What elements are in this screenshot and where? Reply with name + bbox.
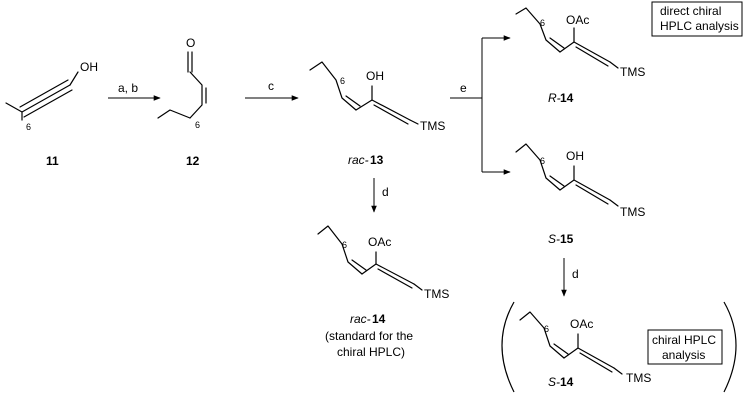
- direct-hplc-box: direct chiral HPLC analysis: [651, 1, 743, 37]
- oxygen-label: O: [186, 36, 195, 50]
- step-e-label: e: [460, 81, 467, 95]
- compound-rac-13: 6 OH TMS rac- 13: [309, 61, 445, 167]
- stereo-prefix: S-: [548, 232, 560, 246]
- compound-number: 14: [372, 312, 386, 326]
- chain-subscript: 6: [340, 76, 345, 86]
- chiral-hplc-line1: chiral HPLC: [652, 333, 716, 347]
- compound-number: 15: [560, 232, 574, 246]
- compound-number: 14: [560, 375, 574, 389]
- compound-R-14: 6 OAc TMS R- 14: [515, 7, 645, 105]
- hydroxyl-label: OH: [80, 60, 98, 74]
- direct-hplc-line2: HPLC analysis: [660, 19, 739, 33]
- direct-hplc-line1: direct chiral: [660, 4, 721, 18]
- compound-12: O 6 12: [157, 36, 207, 168]
- standard-note-line2: chiral HPLC): [337, 345, 405, 359]
- acetate-label: OAc: [570, 317, 593, 331]
- chain-subscript: 6: [540, 156, 545, 166]
- compound-number: 12: [186, 154, 200, 168]
- tms-label: TMS: [424, 287, 449, 301]
- standard-note-line1: (standard for the: [325, 329, 413, 343]
- arrow-e-branch: e: [450, 35, 511, 175]
- step-c-label: c: [268, 79, 274, 93]
- compound-S-14: 6 OAc TMS S- 14: [519, 311, 651, 389]
- compound-number: 14: [560, 91, 574, 105]
- tms-label: TMS: [626, 371, 651, 385]
- compound-number: 11: [46, 154, 59, 168]
- tms-label: TMS: [620, 65, 645, 79]
- chain-subscript: 6: [342, 240, 347, 250]
- compound-number: 13: [370, 153, 384, 167]
- stereo-prefix: R-: [548, 91, 561, 105]
- acetate-label: OAc: [368, 235, 391, 249]
- compound-11: 6 OH 11: [5, 60, 98, 168]
- step-ab-label: a, b: [118, 81, 138, 95]
- tms-label: TMS: [420, 119, 445, 133]
- chiral-hplc-box: chiral HPLC analysis: [647, 329, 723, 365]
- tms-label: TMS: [620, 205, 645, 219]
- step-d-left-label: d: [382, 185, 389, 199]
- stereo-prefix: rac-: [350, 312, 371, 326]
- compound-rac-14: 6 OAc TMS rac- 14 (standard for the chir…: [317, 225, 449, 359]
- step-d-right-label: d: [572, 267, 579, 281]
- chain-subscript: 6: [195, 120, 200, 130]
- chain-subscript: 6: [26, 122, 31, 132]
- acetate-label: OAc: [566, 13, 589, 27]
- compound-S-15: 6 OH TMS S- 15: [515, 143, 645, 246]
- hydroxyl-label: OH: [566, 149, 584, 163]
- chiral-hplc-line2: analysis: [662, 348, 705, 362]
- left-parenthesis: [501, 301, 515, 393]
- right-parenthesis: [723, 301, 737, 393]
- stereo-prefix: S-: [548, 375, 560, 389]
- stereo-prefix: rac-: [348, 153, 369, 167]
- chain-subscript: 6: [544, 324, 549, 334]
- chain-subscript: 6: [540, 18, 545, 28]
- hydroxyl-label: OH: [366, 69, 384, 83]
